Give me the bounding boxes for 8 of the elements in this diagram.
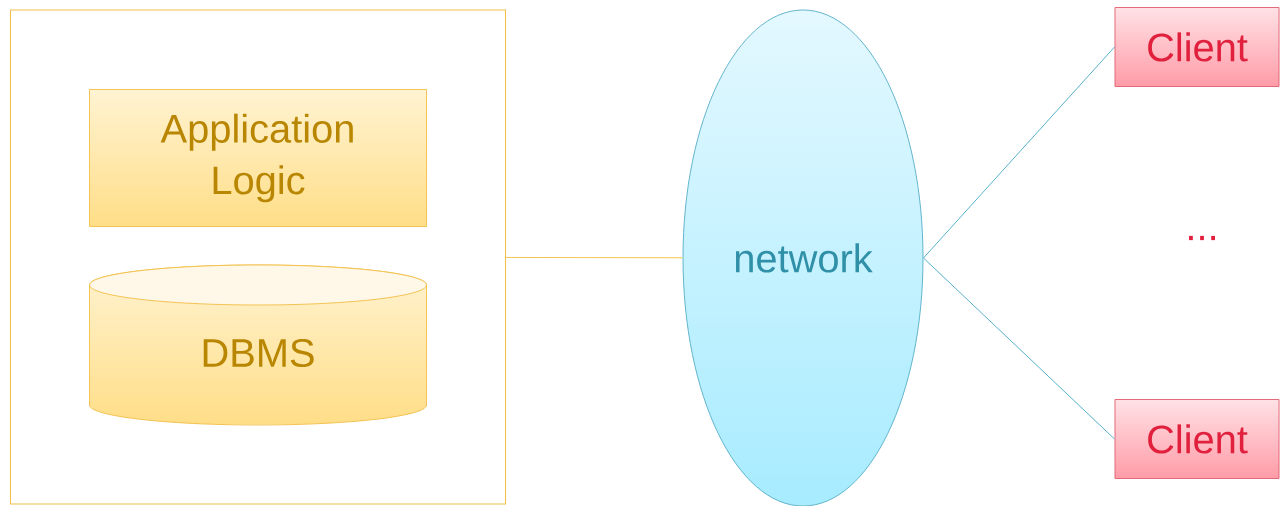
connector-line: [923, 257, 1115, 440]
connector-line: [505, 256, 683, 259]
process-box: Application Logic: [89, 89, 427, 227]
connector-line: [923, 46, 1115, 259]
ellipsis: ...: [1189, 235, 1215, 241]
client-box: Client: [1114, 399, 1280, 479]
client-box: Client: [1114, 7, 1280, 87]
database-cylinder: DBMS: [89, 264, 427, 426]
